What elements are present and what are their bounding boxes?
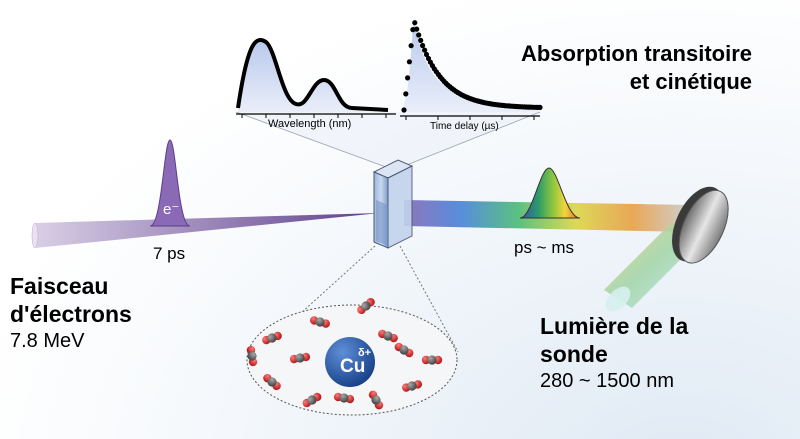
kinetics-point bbox=[412, 20, 418, 26]
electron-beam-title-line-1: Faisceau bbox=[10, 273, 109, 299]
probe-wavelength-range: 280 ~ 1500 nm bbox=[540, 370, 674, 392]
absorption-title-line-2: et cinétique bbox=[629, 69, 752, 94]
kinetics-point bbox=[401, 107, 407, 113]
kinetics-plot bbox=[400, 20, 543, 120]
co2-molecule bbox=[246, 345, 258, 367]
kinetics-point bbox=[416, 32, 422, 38]
electron-pulse bbox=[149, 139, 191, 227]
co2-molecule bbox=[262, 331, 282, 345]
absorption-title: Absorption transitoire et cinétique bbox=[521, 40, 752, 96]
co2-molecule bbox=[402, 380, 422, 392]
co2-molecule bbox=[368, 390, 384, 410]
kinetics-point bbox=[406, 59, 412, 65]
probe-light-title-line-1: Lumière de la bbox=[540, 313, 689, 339]
kinetics-point bbox=[410, 27, 416, 33]
electron-beam-title-line-2: d'électrons bbox=[10, 301, 132, 327]
co2-molecule bbox=[263, 373, 281, 391]
probe-pulse bbox=[519, 167, 581, 219]
spectrum-x-axis-label: Wavelength (nm) bbox=[268, 118, 352, 130]
spectrum-plot bbox=[236, 38, 396, 118]
co2-molecule bbox=[310, 316, 330, 328]
kinetics-x-axis-label: Time delay (µs) bbox=[430, 121, 499, 132]
co2-molecule bbox=[289, 352, 311, 364]
co2-molecule bbox=[394, 342, 414, 358]
copper-ion bbox=[325, 337, 375, 387]
sample-cell bbox=[372, 159, 414, 249]
ion-charge: δ+ bbox=[358, 347, 371, 359]
co2-molecule bbox=[302, 392, 322, 408]
kinetics-point bbox=[403, 91, 409, 97]
ion-symbol: Cu bbox=[340, 356, 365, 377]
co2-molecule bbox=[357, 297, 375, 315]
kinetics-point bbox=[405, 75, 411, 81]
kinetics-point bbox=[414, 26, 420, 32]
probe-time-range: ps ~ ms bbox=[514, 238, 574, 257]
spectrum-curve bbox=[236, 38, 389, 112]
solvent-molecules bbox=[246, 297, 443, 410]
kinetics-decay-points bbox=[401, 20, 543, 113]
co2-molecule bbox=[333, 392, 355, 404]
kinetics-point bbox=[418, 37, 424, 44]
absorption-title-line-1: Absorption transitoire bbox=[520, 41, 752, 66]
kinetics-point bbox=[420, 42, 426, 49]
co2-molecule bbox=[421, 355, 443, 365]
electron-beam bbox=[35, 213, 380, 248]
mirror bbox=[672, 186, 729, 264]
kinetics-point bbox=[422, 47, 428, 53]
electron-pulse-duration: 7 ps bbox=[153, 244, 186, 263]
kinetics-point bbox=[537, 104, 543, 110]
plot-projection-cone bbox=[236, 112, 540, 170]
electron-beam-energy: 7.8 MeV bbox=[10, 330, 85, 352]
kinetics-point bbox=[423, 51, 430, 58]
co2-molecule bbox=[378, 329, 398, 343]
kinetics-point bbox=[408, 43, 414, 49]
electron-beam-title: Faisceau d'électrons bbox=[10, 272, 132, 328]
probe-light-title: Lumière de la sonde bbox=[540, 312, 688, 368]
probe-light-title-line-2: sonde bbox=[540, 341, 608, 367]
electron-symbol: e⁻ bbox=[163, 201, 179, 218]
